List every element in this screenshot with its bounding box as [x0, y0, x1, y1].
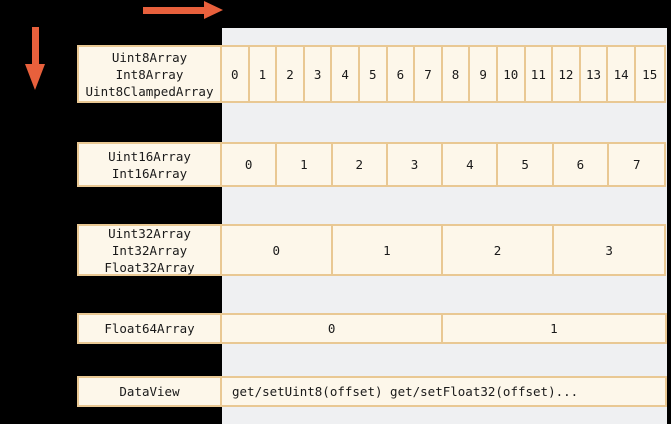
byte-cell: 10 — [497, 47, 526, 101]
byte-cell: 3 — [304, 47, 333, 101]
view-label-dataview: DataView — [77, 376, 222, 407]
byte-cell: 7 — [415, 47, 443, 101]
view-label-uint32: Uint32Array Int32Array Float32Array — [77, 224, 222, 276]
element-cell: 3 — [553, 226, 665, 274]
byte-cell: 12 — [553, 47, 581, 101]
view-row-uint8: Uint8Array Int8Array Uint8ClampedArray 0… — [77, 45, 666, 103]
byte-cell: 14 — [608, 47, 636, 101]
view-row-dataview: DataView get/setUint8(offset) get/setFlo… — [77, 376, 667, 407]
byte-cell: 5 — [359, 47, 388, 101]
element-cell: 2 — [332, 144, 388, 185]
view-type-arrow-icon — [25, 64, 45, 90]
element-cell: 3 — [387, 144, 444, 185]
cell-strip-uint32: 0 1 2 3 — [222, 224, 667, 276]
byte-cell: 9 — [470, 47, 498, 101]
element-cell: 2 — [443, 226, 554, 274]
byte-offset-arrow-icon — [204, 1, 223, 19]
view-row-uint32: Uint32Array Int32Array Float32Array 0 1 … — [77, 224, 667, 276]
view-label-uint16: Uint16Array Int16Array — [77, 142, 222, 187]
byte-cell: 13 — [580, 47, 609, 101]
element-cell: 0 — [222, 144, 278, 185]
view-label-uint8: Uint8Array Int8Array Uint8ClampedArray — [77, 45, 222, 103]
element-cell: 5 — [498, 144, 554, 185]
element-cell: 7 — [609, 144, 665, 185]
view-row-uint16: Uint16Array Int16Array 0 1 2 3 4 5 6 7 — [77, 142, 667, 187]
byte-cell: 4 — [332, 47, 360, 101]
byte-cell: 11 — [525, 47, 554, 101]
dataview-accessors-text: get/setUint8(offset) get/setFloat32(offs… — [222, 378, 665, 405]
cell-strip-float64: 0 1 — [222, 313, 667, 344]
cell-strip-uint8: 0 1 2 3 4 5 6 7 8 9 10 11 12 13 14 15 — [222, 45, 666, 103]
view-type-arrow-shaft — [32, 27, 39, 69]
byte-cell: 6 — [387, 47, 416, 101]
element-cell: 1 — [443, 315, 665, 342]
element-cell: 4 — [443, 144, 499, 185]
view-row-float64: Float64Array 0 1 — [77, 313, 667, 344]
element-cell: 6 — [553, 144, 610, 185]
cell-strip-uint16: 0 1 2 3 4 5 6 7 — [222, 142, 667, 187]
byte-cell: 1 — [249, 47, 278, 101]
byte-offset-arrow-shaft — [143, 7, 209, 14]
byte-cell: 15 — [635, 47, 664, 101]
element-cell: 1 — [332, 226, 444, 274]
byte-cell: 0 — [222, 47, 250, 101]
element-cell: 0 — [222, 315, 444, 342]
cell-strip-dataview: get/setUint8(offset) get/setFloat32(offs… — [222, 376, 667, 407]
view-label-float64: Float64Array — [77, 313, 222, 344]
byte-cell: 2 — [277, 47, 305, 101]
byte-cell: 8 — [442, 47, 471, 101]
element-cell: 0 — [222, 226, 333, 274]
element-cell: 1 — [277, 144, 333, 185]
